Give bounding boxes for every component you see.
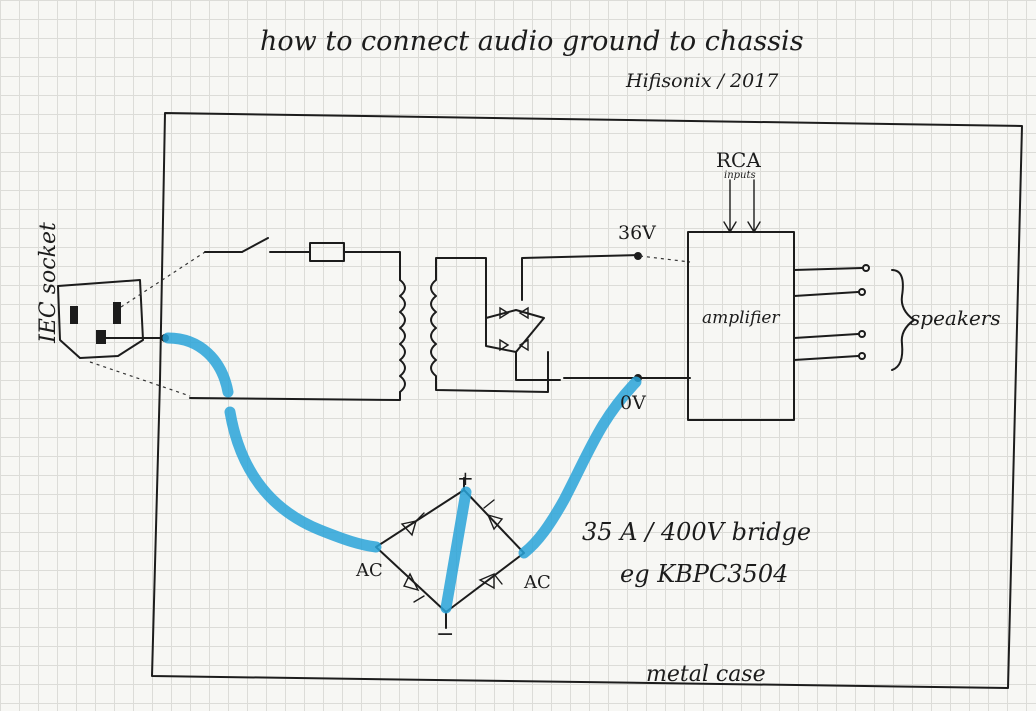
ground-wire-0v-to-bridge <box>518 376 642 559</box>
diagram-title: how to connect audio ground to chassis <box>260 26 804 57</box>
rectifier-bridge <box>485 254 641 381</box>
rca-arrow-2 <box>747 179 761 234</box>
ac-left-label: AC <box>356 560 383 581</box>
iec-socket-label: IEC socket <box>35 222 61 343</box>
rca-arrow-1 <box>723 179 737 234</box>
mains-dashed-neutral <box>89 361 191 397</box>
speaker-terminals <box>793 264 915 371</box>
ac-right-label: AC <box>524 572 551 593</box>
node-36v <box>634 252 642 260</box>
rca-sub-label: inputs <box>724 170 756 181</box>
author-credit: Hifisonix / 2017 <box>626 70 779 92</box>
mains-dashed-live <box>120 251 206 308</box>
metal-case-outline <box>151 112 1023 689</box>
amplifier-label: amplifier <box>702 308 780 328</box>
speakers-label: speakers <box>910 306 1001 330</box>
bridge-minus-label: − <box>436 622 455 647</box>
voltage-36v-label: 36V <box>618 222 656 244</box>
fuse <box>309 242 345 262</box>
metal-case-label: metal case <box>646 662 766 687</box>
secondary-winding <box>430 257 549 393</box>
iec-socket <box>57 279 169 359</box>
primary-winding <box>399 279 406 393</box>
amplifier-block <box>687 231 795 421</box>
bridge-diagonal-highlight <box>440 486 472 614</box>
bridge-rating-label: 35 A / 400V bridge <box>582 518 812 546</box>
bridge-part-label: eg KBPC3504 <box>620 560 789 588</box>
voltage-0v-label: 0V <box>620 392 646 414</box>
rca-label: RCA <box>716 148 761 172</box>
bridge-plus-label: + <box>457 466 474 490</box>
ground-wire-case-to-bridge <box>162 332 382 553</box>
power-switch <box>241 237 269 253</box>
